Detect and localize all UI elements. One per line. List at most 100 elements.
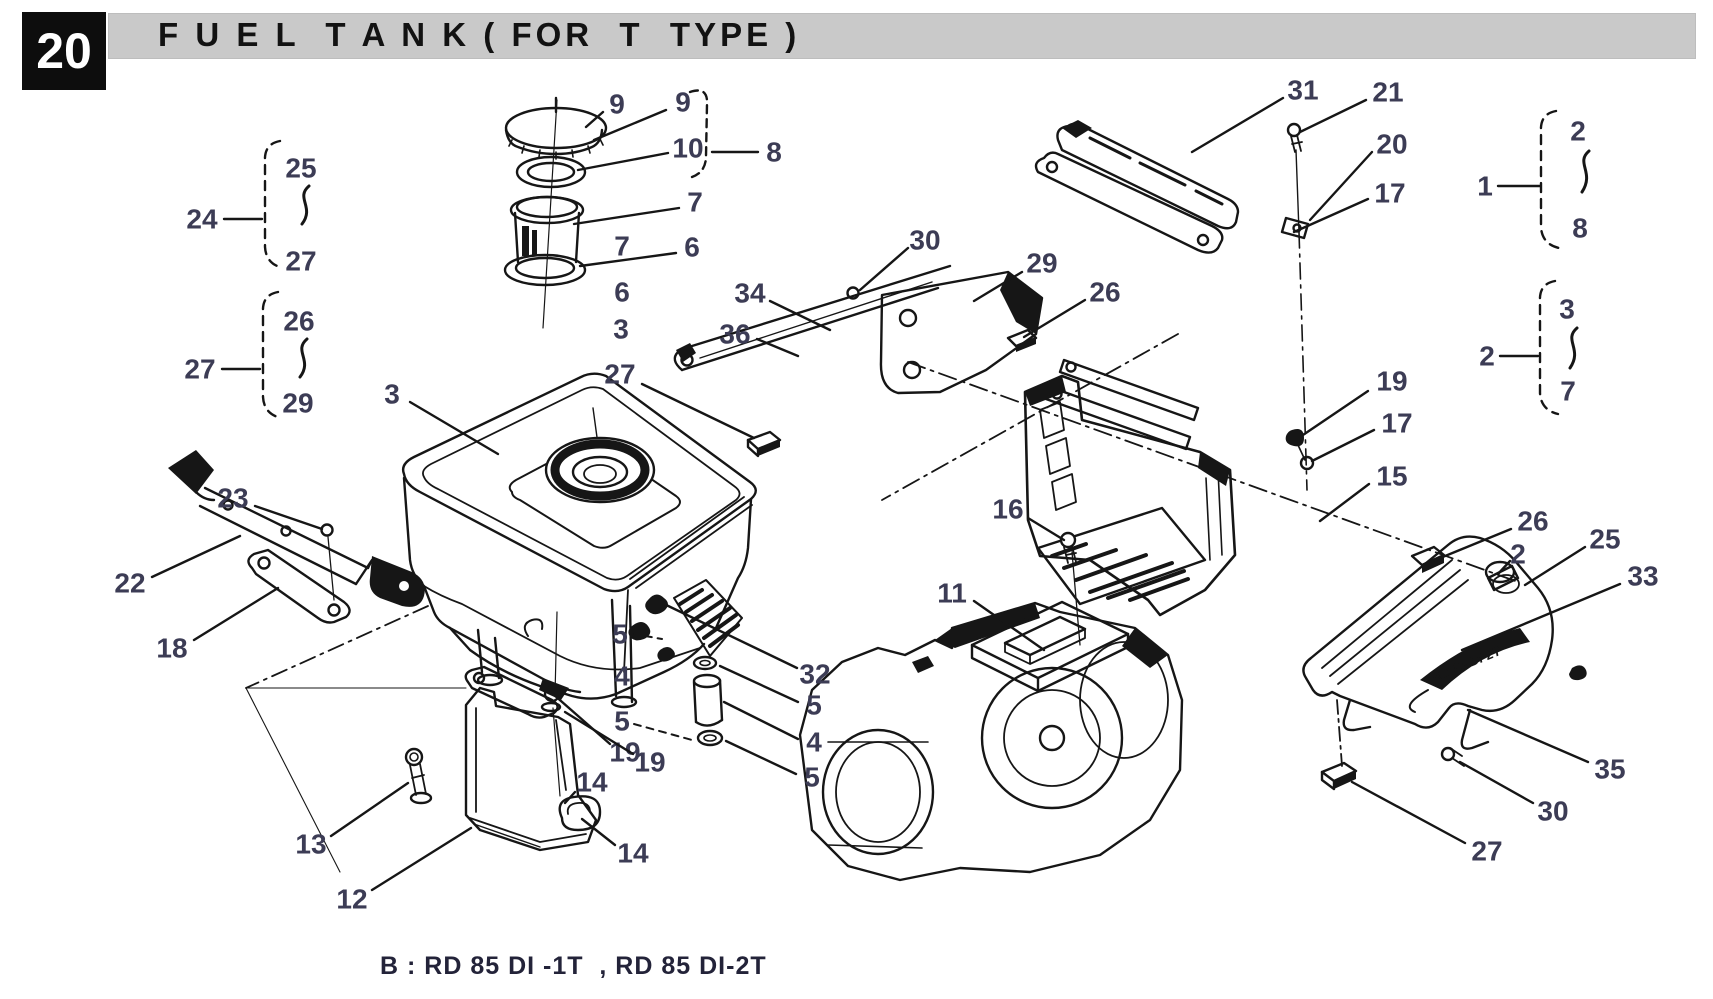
part-number-callout: 30 [909, 225, 940, 256]
leader-line [1460, 582, 1622, 652]
leader-line [724, 739, 798, 776]
part-number-callout: 3 [384, 379, 400, 410]
leader-line [1496, 559, 1512, 576]
part-number-callout: 10 [672, 133, 703, 164]
range-bracket-2 [1538, 279, 1579, 416]
leader-line [370, 826, 473, 892]
part-number-callout: 27 [184, 354, 215, 385]
leader-line [1298, 98, 1368, 134]
part-number-callout: 8 [1572, 213, 1588, 244]
part-number-callout: 14 [617, 838, 649, 869]
section-number: 20 [36, 23, 92, 79]
leader-line [858, 246, 910, 292]
part-number-callout: 26 [1089, 277, 1120, 308]
leader-line [1292, 197, 1370, 234]
section-number-box: 20 [22, 12, 106, 90]
part-number-callout: 6 [614, 277, 630, 308]
part-number-callout: 15 [1376, 461, 1407, 492]
part-number-callout: 16 [992, 494, 1023, 525]
leader-line [658, 600, 799, 670]
heat-shield-drawing [1034, 120, 1310, 491]
part-number-callout: 25 [285, 153, 316, 184]
part-number-callout: 12 [336, 884, 367, 915]
range-bracket-24 [263, 139, 311, 270]
side-cover-drawing: RD 85 DI-2T [1302, 535, 1587, 791]
part-number-callout: 6 [684, 232, 700, 263]
leader-line [972, 599, 1046, 652]
part-number-callout: 7 [1560, 376, 1576, 407]
leader-line [1318, 482, 1371, 523]
leader-line [572, 206, 681, 226]
leader-line [563, 790, 577, 805]
leader-line [640, 382, 756, 440]
part-number-callout: 31 [1287, 75, 1318, 106]
part-number-callout: 9 [675, 87, 691, 118]
leader-line [1310, 428, 1376, 463]
part-number-callout: 26 [1517, 506, 1548, 537]
part-number-callout: 33 [1627, 561, 1658, 592]
part-number-callout: 23 [217, 483, 248, 514]
tank-stay-drawing [673, 264, 1044, 458]
tank-band-bracket-drawing [168, 450, 425, 624]
part-number-callout: 14 [576, 767, 608, 798]
leader-line [1026, 516, 1066, 542]
leader-line [1350, 780, 1467, 845]
leader-line [1190, 96, 1285, 154]
part-number-callout: 19 [634, 747, 665, 778]
part-number-callout: 30 [1537, 796, 1568, 827]
part-number-callout: 35 [1594, 754, 1625, 785]
part-number-callout: 27 [1471, 836, 1502, 867]
leader-line [1022, 298, 1087, 339]
part-number-callout: 1 [1477, 171, 1493, 202]
title-bar [108, 13, 1696, 59]
leader-line [408, 400, 500, 456]
leader-line [718, 664, 800, 704]
part-number-callout: 27 [285, 246, 316, 277]
part-number-callout: 7 [687, 187, 703, 218]
part-number-callout: 4 [614, 661, 630, 692]
range-bracket-1 [1539, 109, 1591, 250]
leader-line [580, 817, 617, 847]
leader-line [551, 692, 612, 746]
part-number-callout: 27 [604, 359, 635, 390]
leader-line [1298, 389, 1370, 439]
page-title: F U E L T A N K ( FOR T TYPE ) [158, 16, 801, 53]
part-number-callout: 17 [1374, 178, 1405, 209]
model-note: B : RD 85 DI -1T , RD 85 DI-2T [380, 952, 767, 980]
leader-line [1458, 760, 1535, 805]
part-number-callout: 8 [766, 137, 782, 168]
part-number-callout: 5 [804, 762, 820, 793]
part-number-callout: 34 [734, 278, 766, 309]
part-number-callout: 19 [1376, 366, 1407, 397]
part-number-callout: 18 [156, 633, 187, 664]
part-number-callout: 2 [1510, 539, 1526, 570]
leader-line [768, 299, 832, 332]
part-number-callout: 4 [806, 727, 822, 758]
leader-line [576, 151, 670, 172]
leader-line [722, 700, 800, 741]
tank-guard-drawing [404, 665, 602, 852]
leader-line [1466, 708, 1590, 764]
part-number-callout: 3 [613, 314, 629, 345]
part-number-callout: 3 [1559, 294, 1575, 325]
leader-line [584, 110, 605, 129]
part-number-callout: 9 [609, 89, 625, 120]
part-number-callout: 2 [1479, 341, 1495, 372]
leader-line [1308, 150, 1374, 222]
crankcase-drawing [798, 600, 1184, 882]
part-number-callout: 7 [614, 231, 630, 262]
part-number-callout: 5 [612, 619, 628, 650]
leader-line [329, 781, 410, 838]
fuel-cap-assembly-drawing [503, 89, 709, 329]
part-number-callout: 24 [186, 204, 218, 235]
part-number-callout: 20 [1376, 129, 1407, 160]
leader-line [253, 504, 324, 531]
part-number-callout: 36 [719, 319, 750, 350]
support-bracket-drawing [1023, 358, 1315, 646]
part-number-callout: 32 [799, 659, 830, 690]
range-bracket-27 [261, 290, 309, 420]
leader-line [1426, 527, 1513, 565]
part-number-callout: 5 [806, 690, 822, 721]
